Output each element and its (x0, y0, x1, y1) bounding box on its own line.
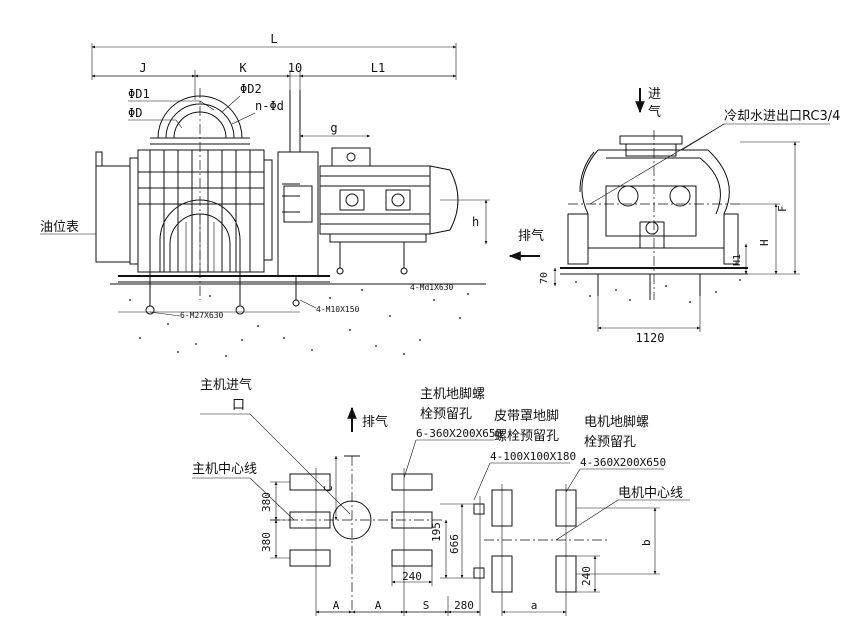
dim-1120: 1120 (636, 331, 665, 345)
dim-L: L (270, 32, 277, 46)
dim-70: 70 (539, 272, 550, 284)
label-main-bolt-3: 6-360X200X650 (416, 427, 502, 440)
dim-J: J (139, 61, 146, 75)
label-motor-bolt-3: 4-360X200X650 (580, 456, 666, 469)
dim-666: 666 (448, 534, 461, 554)
dim-240-main: 240 (402, 570, 422, 583)
dim-a: a (531, 599, 538, 612)
dim-H: H (758, 239, 771, 246)
label-bolt-belt: 4-M10X150 (316, 305, 360, 314)
label-motor-bolt-2: 栓预留孔 (584, 435, 636, 450)
label-oil-gauge: 油位表 (40, 220, 79, 235)
dim-b: b (640, 539, 653, 546)
dim-H1: H1 (732, 254, 743, 266)
label-D2: ΦD2 (240, 82, 262, 96)
label-belt-bolt-2: 螺栓预留孔 (494, 429, 559, 444)
label-motor-bolt-1: 电机地脚螺 (584, 414, 649, 430)
label-motor-center: 电机中心线 (618, 486, 683, 501)
label-main-center: 主机中心线 (192, 462, 257, 477)
dim-240-motor: 240 (580, 566, 593, 586)
label-belt-bolt-1: 皮带罩地脚 (494, 408, 559, 424)
front-view: L J K 10 L1 ΦD1 ΦD ΦD2 n-Φd (40, 32, 490, 357)
dim-S: S (423, 599, 430, 612)
label-intake-1: 进 (648, 87, 661, 102)
dim-280: 280 (454, 599, 474, 612)
dim-380-upper: 380 (260, 492, 273, 512)
label-main-inlet-2: 口 (232, 398, 245, 413)
dim-C: C (322, 485, 335, 492)
label-bolt-main: 6-M27X630 (180, 311, 224, 320)
dim-A-right: A (375, 599, 382, 612)
label-main-inlet-1: 主机进气 (200, 377, 252, 393)
label-cooling: 冷却水进出口RC3/4 (724, 109, 840, 124)
side-concrete-hatch (575, 279, 741, 303)
label-exhaust-plan: 排气 (362, 414, 388, 430)
dim-F: F (776, 205, 789, 212)
dim-L1: L1 (371, 61, 385, 75)
plan-view: 主机进气 口 排气 主机中心线 主机地脚螺 栓预留孔 6-360X200X650… (192, 377, 690, 616)
label-D1: ΦD1 (128, 87, 150, 101)
dim-g: g (330, 121, 337, 135)
dim-A-left: A (333, 599, 340, 612)
label-bolt-motor: 4-Md1X630 (410, 283, 454, 292)
dim-10: 10 (288, 61, 302, 75)
dim-K: K (239, 61, 247, 75)
side-view: 进 气 冷却水进出口RC3/4 排气 (508, 87, 840, 345)
dim-h: h (472, 215, 479, 229)
concrete-hatch (129, 289, 469, 357)
label-exhaust-side: 排气 (518, 228, 544, 244)
label-nd: n-Φd (255, 99, 284, 113)
label-D: ΦD (128, 106, 142, 120)
label-intake-2: 气 (648, 104, 661, 120)
label-belt-bolt-3: 4-100X100X180 (490, 450, 576, 463)
label-main-bolt-1: 主机地脚螺 (420, 386, 485, 402)
dim-195: 195 (430, 522, 443, 542)
label-main-bolt-2: 栓预留孔 (420, 407, 472, 422)
dim-380-lower: 380 (260, 532, 273, 552)
